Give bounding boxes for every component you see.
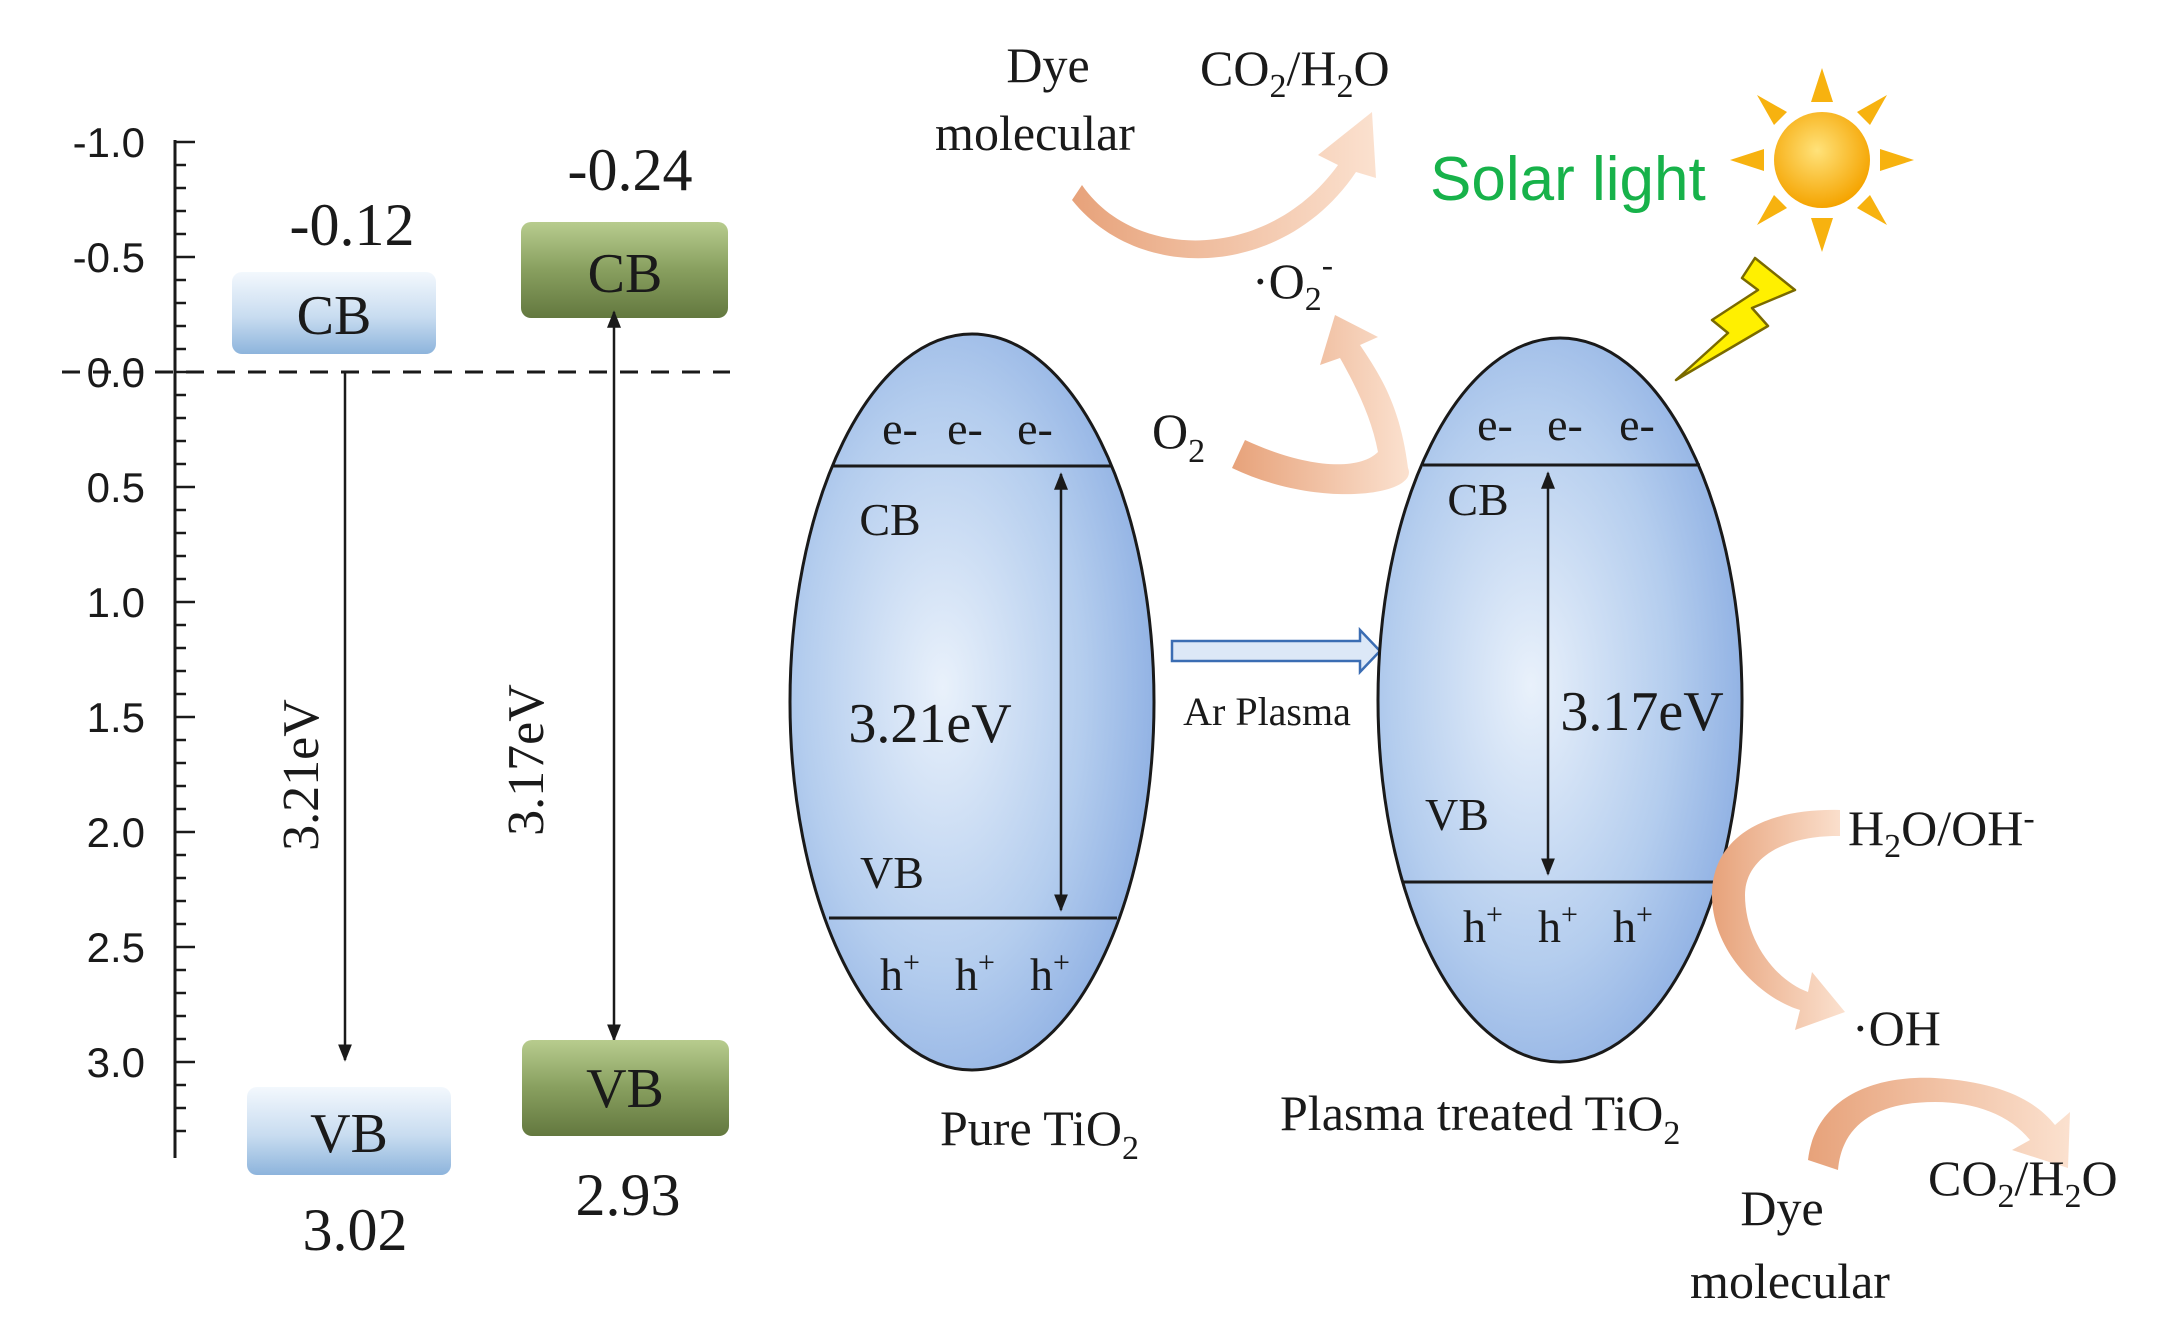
pure-cb-label: CB xyxy=(297,285,372,347)
pure-gap-label: 3.21eV xyxy=(273,699,330,851)
dye-bottom-line2: molecular xyxy=(1690,1253,1890,1309)
pure-band-levels: -0.12 CB 3.21eV VB 3.02 xyxy=(232,192,451,1263)
pure-electron: e- xyxy=(882,403,918,454)
pure-vb-box xyxy=(247,1087,451,1175)
plasma-band-levels: -0.24 CB 3.17eV VB 2.93 xyxy=(498,137,729,1228)
dye-to-co2-arrow xyxy=(1072,112,1376,259)
superoxide-label: ·O2- xyxy=(1252,247,1333,318)
plasma-cb-value: -0.24 xyxy=(568,137,693,203)
axis-tick-label: 1.0 xyxy=(87,579,145,626)
co2-bottom: CO2/H2O xyxy=(1928,1150,2118,1215)
dye-bottom-line1: Dye xyxy=(1740,1180,1823,1236)
dye-top-line1: Dye xyxy=(1006,37,1089,93)
pure-electron: e- xyxy=(947,403,983,454)
plasma-electron: e- xyxy=(1619,399,1655,450)
plasma-gap-text: 3.17eV xyxy=(1560,681,1723,743)
plasma-hole: h+ xyxy=(1613,898,1653,952)
plasma-particle: e- e- e- CB 3.17eV VB h+ h+ h+ Plasma tr… xyxy=(1280,336,1744,1152)
axis-tick-label: 1.5 xyxy=(87,694,145,741)
ar-plasma-arrow xyxy=(1170,626,1382,676)
solar-light: Solar light xyxy=(1430,68,1914,382)
plasma-gap-label: 3.17eV xyxy=(498,684,555,836)
ar-plasma-transition: Ar Plasma xyxy=(1170,626,1382,734)
axis-tick-label: 2.5 xyxy=(87,924,145,971)
pure-cb-box xyxy=(232,272,436,354)
plasma-caption: Plasma treated TiO2 xyxy=(1280,1085,1680,1152)
plasma-vb-value: 2.93 xyxy=(576,1162,681,1228)
water-label: H2O/OH- xyxy=(1848,800,2035,865)
axis-tick-label: -0.5 xyxy=(73,234,145,281)
co2-top: CO2/H2O xyxy=(1200,40,1390,105)
plasma-electron: e- xyxy=(1477,399,1513,450)
top-reaction: Dye molecular CO2/H2O ·O2- O2 xyxy=(935,37,1409,495)
lightning-bolt-icon xyxy=(1674,256,1797,382)
pure-particle: e- e- e- CB 3.21eV VB h+ h+ h+ Pure TiO2 xyxy=(788,332,1156,1167)
axis-tick-label: 2.0 xyxy=(87,809,145,856)
pure-electron: e- xyxy=(1017,403,1053,454)
plasma-vb-text: VB xyxy=(1425,789,1489,840)
pure-hole: h+ xyxy=(880,946,920,1000)
axis-tick-label: 3.0 xyxy=(87,1039,145,1086)
hydroxyl-label: ·OH xyxy=(1852,1000,1941,1056)
plasma-cb-box xyxy=(521,222,728,318)
pure-hole: h+ xyxy=(1030,946,1070,1000)
solar-light-label: Solar light xyxy=(1430,145,1706,214)
ar-plasma-label: Ar Plasma xyxy=(1183,689,1351,734)
pure-cb-text: CB xyxy=(859,494,920,545)
o2-to-superoxide-arrow xyxy=(1232,315,1409,495)
dye-top-line2: molecular xyxy=(935,105,1135,161)
pure-cb-value: -0.12 xyxy=(290,192,415,258)
axis-tick-label: 0.5 xyxy=(87,464,145,511)
water-to-hydroxyl-arrow xyxy=(1712,809,1845,1030)
axis-ticks: -1.0-0.50.00.51.01.52.02.53.0 xyxy=(73,119,195,1133)
pure-hole: h+ xyxy=(955,946,995,1000)
plasma-vb-box xyxy=(522,1040,729,1136)
pure-vb-text: VB xyxy=(860,847,924,898)
sun-icon xyxy=(1730,68,1914,252)
plasma-cb-label: CB xyxy=(588,243,663,305)
pure-caption: Pure TiO2 xyxy=(940,1100,1139,1167)
pure-gap-text: 3.21eV xyxy=(848,693,1011,755)
pure-vb-label: VB xyxy=(310,1103,388,1165)
dye-to-co2-bottom-arrow xyxy=(1808,1077,2070,1170)
plasma-hole: h+ xyxy=(1463,898,1503,952)
oxygen-label: O2 xyxy=(1152,403,1205,470)
plasma-hole: h+ xyxy=(1538,898,1578,952)
energy-axis: -1.0-0.50.00.51.01.52.02.53.0 xyxy=(62,119,730,1158)
plasma-cb-text: CB xyxy=(1447,474,1508,525)
plasma-vb-label: VB xyxy=(586,1058,664,1120)
bottom-reaction: H2O/OH- ·OH CO2/H2O Dye molecular xyxy=(1690,800,2118,1309)
axis-tick-label: -1.0 xyxy=(73,119,145,166)
pure-vb-value: 3.02 xyxy=(303,1197,408,1263)
plasma-electron: e- xyxy=(1547,399,1583,450)
